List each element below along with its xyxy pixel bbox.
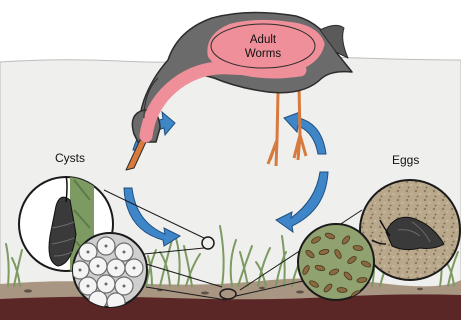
worm-patch <box>211 24 315 68</box>
inset-snail-right <box>360 180 460 280</box>
inset-eggs <box>298 224 374 300</box>
adult-worms-label-line2: Worms <box>245 48 281 60</box>
eggs-label: Eggs <box>392 153 419 167</box>
adult-worms-label-line1: Adult <box>250 34 277 46</box>
cysts-label: Cysts <box>55 151 85 165</box>
